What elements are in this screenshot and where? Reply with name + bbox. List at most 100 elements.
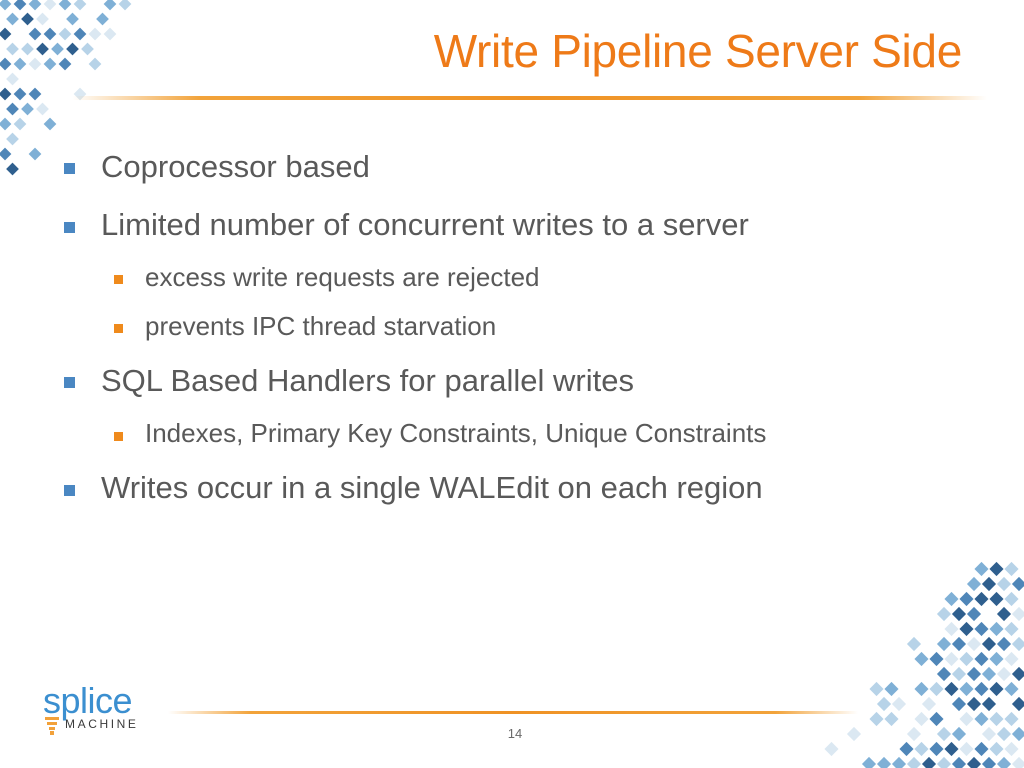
diamond-tile [1004,591,1019,607]
diamond-tile [21,42,34,56]
diamond-tile [936,726,952,742]
diamond-tile [989,561,1004,577]
diamond-tile [6,132,19,146]
diamond-tile [914,651,929,667]
diamond-tile [861,756,877,768]
diamond-tile [0,27,12,41]
diamond-tile [118,0,132,11]
diamond-tile [6,162,19,176]
diamond-tile [914,681,929,697]
diamond-tile [824,741,839,757]
bullet-item: Coprocessor based [101,149,370,184]
diamond-tile [906,636,922,652]
diamond-tile [58,27,72,41]
diamond-tile [966,606,982,622]
logo-tagline: MACHINE [65,717,139,731]
diamond-tile [959,741,974,757]
diamond-tile [959,651,974,667]
diamond-tile [73,0,87,11]
bullet-marker-level2 [114,324,123,333]
diamond-tile [974,711,989,727]
diamond-tile [951,606,967,622]
diamond-tile [66,12,79,26]
diamond-tile [0,117,12,131]
diamond-tile [899,741,914,757]
diamond-tile [6,102,19,116]
diamond-tile [996,636,1012,652]
diamond-tile [103,27,117,41]
diamond-tile [936,606,952,622]
sub-bullet-item: prevents IPC thread starvation [145,311,497,341]
diamond-tile [944,741,959,757]
diamond-tile [981,726,997,742]
diamond-tile [996,756,1012,768]
sub-bullet-item: Indexes, Primary Key Constraints, Unique… [145,418,767,448]
diamond-tile [981,696,997,712]
diamond-tile [13,117,27,131]
diamond-tile [869,681,884,697]
diamond-tile [951,696,967,712]
diamond-tile [966,696,982,712]
page-title: Write Pipeline Server Side [433,25,963,77]
page-number: 14 [507,726,523,741]
diamond-tile [1011,636,1024,652]
diamond-tile [974,591,989,607]
diamond-tile [974,681,989,697]
diamond-tile [96,12,109,26]
diamond-tile [959,711,974,727]
diamond-tile [1011,576,1024,592]
diamond-tile [951,666,967,682]
diamond-tile [1011,756,1024,768]
diamond-tile [981,666,997,682]
diamond-tile [929,741,944,757]
diamond-tile [966,756,982,768]
diamond-tile [981,636,997,652]
diamond-tile [891,756,907,768]
diamond-tile [996,666,1012,682]
diamond-tile [0,147,12,161]
diamond-tile [36,12,49,26]
diamond-tile [966,576,982,592]
diamond-tile [921,756,937,768]
diamond-tile [981,576,997,592]
diamond-tile [0,0,12,11]
diamond-tile [959,591,974,607]
diamond-tile [989,741,1004,757]
diamond-tile [921,696,937,712]
diamond-tile [944,621,959,637]
diamond-tile [21,12,34,26]
diamond-tile [1004,681,1019,697]
bullet-item: SQL Based Handlers for parallel writes [101,363,634,398]
diamond-tile [13,0,27,11]
diamond-tile [951,756,967,768]
diamond-tile [914,711,929,727]
diamond-tile [1011,606,1024,622]
diamond-tile [81,42,94,56]
diamond-tile [36,42,49,56]
diamond-tile [936,756,952,768]
diamond-tile [58,57,72,71]
diamond-tile [989,681,1004,697]
diamond-tile [944,681,959,697]
diamond-tile [876,696,892,712]
diamond-tile [929,681,944,697]
diamond-tile [951,726,967,742]
sub-bullet-item: excess write requests are rejected [145,262,540,292]
bullet-item: Writes occur in a single WALEdit on each… [101,470,763,505]
diamond-tile [6,42,19,56]
diamond-tile [929,711,944,727]
diamond-tile [103,0,117,11]
logo-wordmark: splice [43,680,133,721]
diamond-tile [936,636,952,652]
diamond-tile [989,621,1004,637]
diamond-tile [43,27,57,41]
diamond-tile [884,681,899,697]
diamond-tile [929,651,944,667]
splice-machine-logo: splice MACHINE [40,680,170,738]
diamond-tile [51,42,64,56]
diamond-tile [28,0,42,11]
bullet-marker-level1 [64,485,75,496]
diamond-tile [959,621,974,637]
diamond-tile [88,57,102,71]
diamond-tile [6,12,19,26]
